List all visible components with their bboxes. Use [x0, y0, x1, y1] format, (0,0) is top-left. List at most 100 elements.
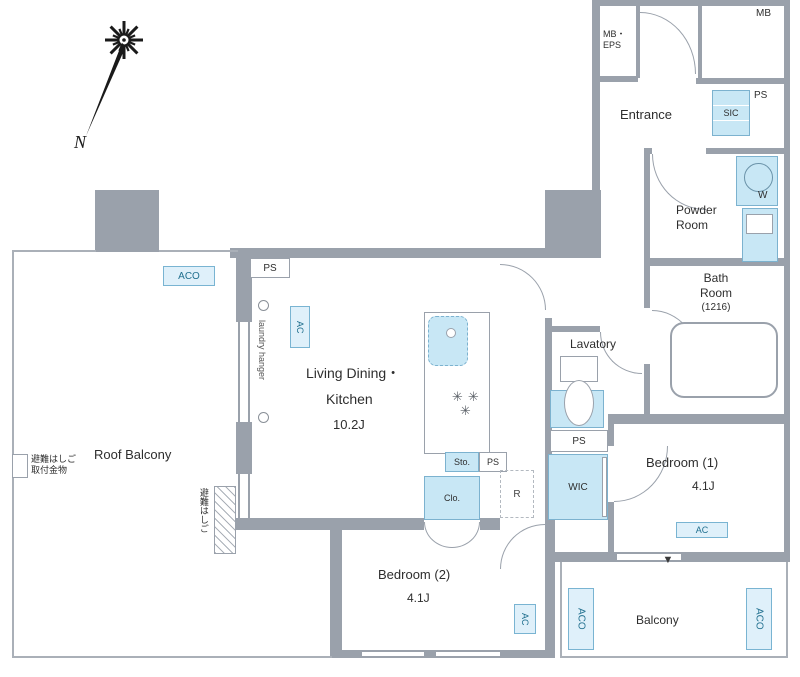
aco-label: ACO [575, 608, 587, 630]
ps-label-lavatory: PS [572, 435, 586, 447]
room-label-powder-2: Room [676, 218, 709, 232]
escape-hardware-box [12, 454, 28, 478]
wall-segment [681, 552, 784, 562]
ac-box-bedroom2: AC [514, 604, 536, 634]
window [238, 474, 250, 518]
sic-label: SIC [723, 108, 739, 118]
room-label-lavatory: Lavatory [570, 337, 617, 351]
ps-label-ldk: PS [263, 262, 277, 274]
room-size-bedroom2: 4.1J [407, 591, 430, 605]
wall-segment [698, 6, 702, 80]
refrigerator-space: R [500, 470, 534, 518]
wall-segment [500, 650, 555, 658]
door-arc [500, 264, 546, 310]
aco-box-roof: ACO [163, 266, 215, 286]
room-label-bedroom1: Bedroom (1) [646, 455, 719, 470]
ac-box-ldk: AC [290, 306, 310, 348]
escape-ladder-note-2: 取付金物 [31, 465, 68, 475]
room-label-powder-1: Powder [676, 203, 717, 217]
room-label-bath-size: (1216) [701, 302, 731, 313]
wall-segment [340, 518, 424, 530]
laundry-hanger-label: laundry hanger [256, 320, 267, 381]
room-label-wic: WIC [568, 481, 588, 493]
compass-icon: N [73, 21, 143, 151]
ps-box-ldk: PS [250, 258, 290, 278]
room-label-balcony: Balcony [636, 613, 679, 627]
wall-segment [545, 552, 617, 562]
refrigerator-label: R [513, 488, 521, 500]
vanity-sink [746, 214, 773, 234]
wall-segment [236, 248, 252, 322]
ac-box-bedroom1: AC [676, 522, 728, 538]
shelf-line [713, 120, 749, 121]
storage-box: Sto. [445, 452, 479, 472]
wic-door [602, 457, 607, 517]
wall-segment [696, 78, 784, 84]
room-label-ldk-2: Kitchen [326, 391, 373, 407]
door-arc [640, 12, 696, 74]
wall-segment [784, 6, 790, 562]
escape-ladder-note-1: 避難はしご [31, 454, 77, 464]
ps-label-kitchen: PS [486, 457, 499, 467]
ps-box-lavatory: PS [550, 430, 608, 452]
escape-ladder-vertical-label: 避難はしご [198, 488, 209, 533]
wall-segment [644, 258, 784, 266]
wall-segment [545, 190, 601, 258]
wall-segment [552, 326, 600, 332]
door-arc [652, 154, 706, 210]
storage-label: Sto. [453, 457, 470, 467]
window [617, 552, 681, 562]
wall-segment [330, 650, 362, 658]
room-label-entrance: Entrance [620, 107, 673, 122]
wall-segment [636, 6, 640, 78]
room-label-bath-2: Room [699, 286, 732, 300]
window [436, 650, 500, 658]
laundry-hook-icon [258, 300, 269, 311]
wall-segment [592, 76, 638, 82]
wic-closet: WIC [548, 454, 608, 520]
burner-icon: ✳ [460, 403, 471, 418]
closet-label: Clo. [443, 493, 460, 503]
wall-segment [706, 148, 784, 154]
wall-segment [644, 148, 652, 154]
sic-cabinet: SIC [712, 90, 750, 136]
laundry-hook-icon [258, 412, 269, 423]
room-label-bedroom2: Bedroom (2) [378, 567, 451, 582]
faucet-icon [446, 328, 456, 338]
room-label-bath-1: Bath [703, 271, 729, 285]
washer-drum-icon [744, 163, 773, 192]
wall-segment [644, 266, 650, 308]
room-label-ldk-1: Living Dining・ [306, 365, 401, 381]
wall-segment [644, 154, 650, 258]
wall-segment [545, 518, 555, 658]
balcony-outline [12, 656, 332, 658]
door-arc [452, 522, 480, 548]
toilet-bowl [564, 380, 594, 426]
washer-label: W [758, 190, 768, 201]
window [238, 322, 250, 422]
compass-needle [86, 43, 126, 136]
toilet-tank [560, 356, 598, 382]
kitchen-sink [428, 316, 468, 366]
wall-segment [230, 248, 548, 258]
balcony-outline [159, 250, 238, 252]
washing-machine [736, 156, 778, 206]
mb-eps-label: MB・ [603, 29, 626, 39]
closet-box: Clo. [424, 476, 480, 520]
north-label: N [73, 132, 87, 151]
wall-segment [424, 650, 436, 658]
aco-label-roof: ACO [178, 270, 200, 282]
wall-segment [608, 424, 614, 446]
balcony-outline [560, 562, 562, 658]
shelf-line [713, 105, 749, 106]
wall-segment [644, 364, 650, 414]
window [362, 650, 424, 658]
mb-label: MB [756, 8, 771, 19]
aco-label: ACO [753, 608, 765, 630]
balcony-outline [560, 656, 788, 658]
aco-box-balcony-left: ACO [568, 588, 594, 650]
wall-segment [95, 190, 159, 252]
wall-segment [592, 0, 790, 6]
wall-segment [608, 414, 784, 424]
